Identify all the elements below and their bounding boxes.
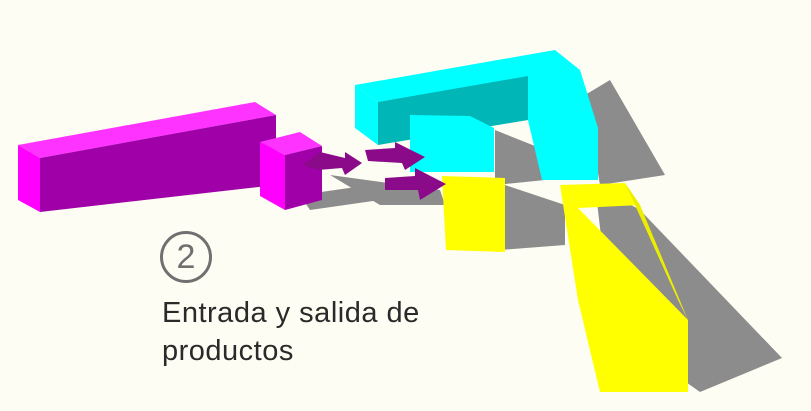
yellow-long-side xyxy=(625,183,688,320)
step-number-badge: 2 xyxy=(160,231,212,283)
magenta-bar-side xyxy=(18,145,40,212)
yellow-long-front xyxy=(560,185,688,392)
flow-arrows xyxy=(303,142,446,200)
arrow-icon-2 xyxy=(365,142,425,170)
step-number: 2 xyxy=(176,238,196,276)
yellow-volumes xyxy=(442,176,688,392)
shadow-cyan-right xyxy=(585,80,665,185)
yellow-long-top xyxy=(560,183,640,208)
step-caption: Entrada y salida de productos xyxy=(162,294,502,370)
magenta-bar-front xyxy=(40,115,276,212)
cyan-back-left xyxy=(355,85,378,145)
yellow-small-block xyxy=(442,176,505,252)
cyan-volume xyxy=(355,50,598,180)
caption-line-1: Entrada y salida de xyxy=(162,297,420,329)
magenta-bar xyxy=(18,102,276,212)
magenta-cube-top xyxy=(260,132,322,155)
shadow-cyan-inner xyxy=(495,130,545,185)
cyan-inner-block xyxy=(410,115,494,172)
shadow-yellow-small xyxy=(500,185,565,250)
caption-line-2: productos xyxy=(162,335,294,367)
cyan-back-top xyxy=(355,50,580,102)
arrow-icon-1 xyxy=(303,152,362,175)
arrow-icon-3 xyxy=(385,168,446,200)
cyan-right-wing xyxy=(528,70,598,180)
magenta-cube-left xyxy=(260,142,285,210)
magenta-bar-top xyxy=(18,102,276,158)
magenta-cube xyxy=(260,132,322,210)
